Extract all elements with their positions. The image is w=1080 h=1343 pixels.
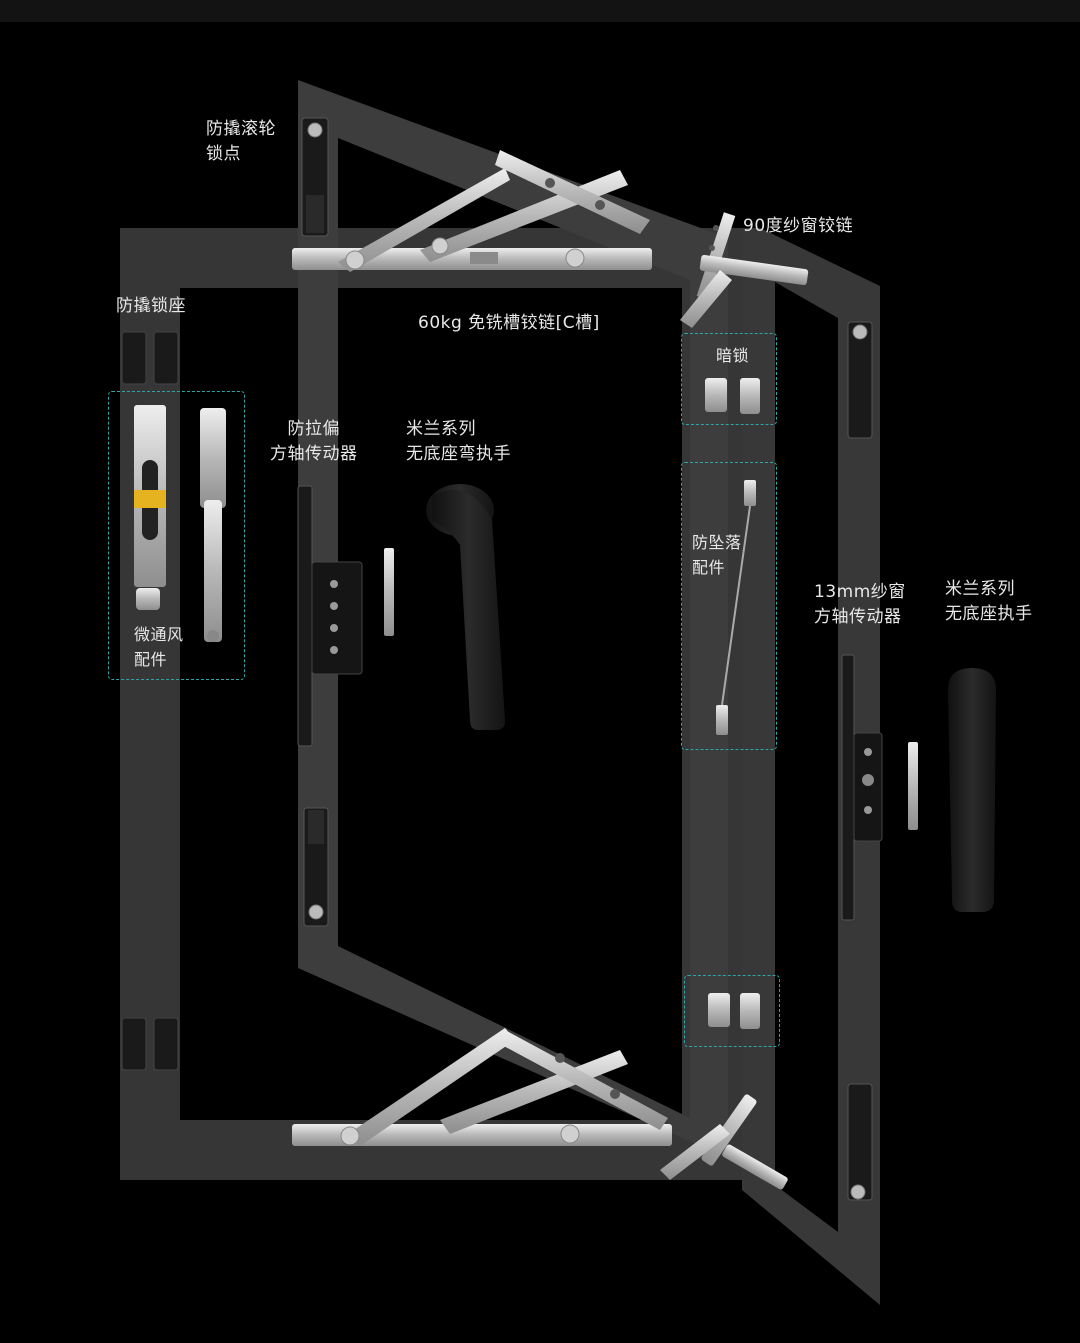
micro-vent-box bbox=[108, 391, 245, 680]
micro-vent-part-right bbox=[200, 408, 226, 642]
bottom-friction-hinge bbox=[292, 1028, 672, 1146]
screen-sash bbox=[742, 228, 880, 1305]
label-milan-handle: 米兰系列无底座执手 bbox=[945, 579, 1033, 624]
micro-vent-part-left bbox=[134, 405, 166, 610]
screen-hinge-top bbox=[680, 212, 809, 328]
screen-hinge-bottom bbox=[660, 1094, 788, 1190]
label-screen-transmission: 13mm纱窗方轴传动器 bbox=[814, 582, 906, 627]
label-micro-vent: 微通风配件 bbox=[134, 625, 184, 669]
anti-fall-box bbox=[681, 462, 777, 750]
lock-seat-top bbox=[121, 331, 179, 385]
label-roller-lock: 防撬滚轮锁点 bbox=[206, 119, 276, 164]
label-screen-hinge-90: 90度纱窗铰链 bbox=[743, 216, 854, 236]
label-anti-pull-transmission: 防拉偏方轴传动器 bbox=[270, 419, 358, 464]
screen-transmission bbox=[841, 654, 918, 921]
roller-lock-point-top bbox=[301, 117, 329, 237]
hidden-lock-box-bottom bbox=[684, 975, 780, 1047]
lock-seat-bottom bbox=[121, 1017, 179, 1071]
roller-lock-point-bottom bbox=[303, 807, 329, 927]
label-hidden-lock: 暗锁 bbox=[716, 346, 750, 365]
label-milan-bent-handle: 米兰系列无底座弯执手 bbox=[406, 419, 511, 464]
top-friction-hinge bbox=[292, 150, 652, 272]
anti-pull-transmission bbox=[297, 485, 394, 747]
hidden-lock-top bbox=[705, 378, 760, 414]
label-lock-seat: 防撬锁座 bbox=[116, 296, 186, 316]
top-bar bbox=[0, 0, 1080, 22]
fixed-window-frame bbox=[120, 228, 742, 1180]
label-hinge-60kg: 60kg 免铣槽铰链[C槽] bbox=[418, 313, 600, 333]
label-anti-fall: 防坠落配件 bbox=[692, 533, 742, 577]
screen-roller-lock-top bbox=[847, 321, 873, 439]
milan-bent-handle bbox=[426, 484, 506, 730]
screen-roller-lock-bottom bbox=[847, 1083, 873, 1201]
hidden-lock-box-top bbox=[681, 333, 777, 425]
hidden-lock-bottom bbox=[708, 993, 760, 1029]
milan-straight-handle bbox=[948, 668, 996, 912]
anti-fall-cable bbox=[716, 480, 756, 735]
